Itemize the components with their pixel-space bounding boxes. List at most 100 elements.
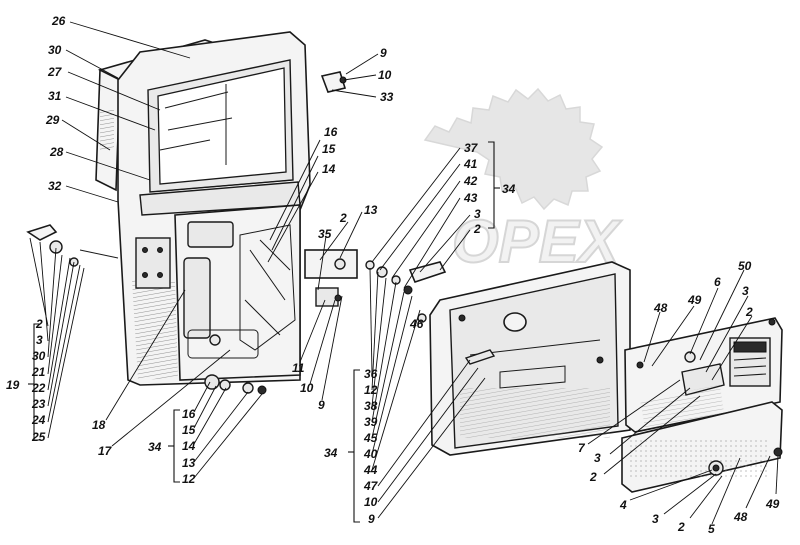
callout-labels: 26 30 27 31 29 28 32 9 10 33 16 15 14 2 … [6,14,780,536]
callout-33: 33 [380,90,394,104]
callout-46: 46 [409,317,424,331]
callout-3-bottom: 3 [652,512,659,526]
window-regulator [239,224,296,351]
callout-40: 40 [363,447,378,461]
watermark-logo: OPEX [423,87,624,276]
callout-3-lower: 3 [594,451,601,465]
watermark-text: OPEX [452,208,623,275]
lock-mechanism [304,71,447,323]
callout-27: 27 [47,65,63,79]
callout-3-top: 3 [474,207,481,221]
callout-25: 25 [31,430,46,444]
callout-22: 22 [31,381,46,395]
callout-37: 37 [464,141,479,155]
callout-3-left: 3 [36,333,43,347]
callout-10-top: 10 [378,68,392,82]
lock-rod-plate [183,257,211,339]
callout-2-lower: 2 [589,470,597,484]
callout-24: 24 [31,413,46,427]
trim-speaker-hole [503,312,527,332]
callout-15-mid: 15 [322,142,336,156]
trim-panel [429,261,631,456]
callout-36: 36 [364,367,378,381]
callout-41: 41 [463,157,478,171]
window-divider [149,84,294,193]
callout-16-bottom: 16 [182,407,196,421]
callout-14-bottom: 14 [182,439,196,453]
callout-49-bottom: 49 [765,497,780,511]
callout-7: 7 [578,441,586,455]
callout-28: 28 [49,145,64,159]
callout-42: 42 [463,174,478,188]
bracket-34-bottom-mid [353,369,360,523]
callout-9-bottom: 9 [368,512,375,526]
callout-3-right: 3 [742,284,749,298]
callout-17: 17 [98,444,113,458]
callout-2-mid: 2 [339,211,347,225]
panel-opening-upper [187,221,234,248]
callout-38: 38 [364,399,378,413]
callout-35: 35 [318,227,332,241]
callout-47: 47 [363,479,379,493]
callout-2-right: 2 [745,305,753,319]
small-panels [621,317,783,493]
main-door-assembly [26,31,311,395]
callout-6: 6 [714,275,721,289]
callout-9-top: 9 [380,46,387,60]
callout-12-bottom: 12 [182,472,196,486]
inside-handle [408,261,447,283]
callout-12-mid: 12 [364,383,378,397]
hinge-plate [135,237,171,289]
callout-16-mid: 16 [324,125,338,139]
bracket-34-bottom-left [173,409,180,483]
callout-44: 44 [363,463,378,477]
callout-32: 32 [48,179,62,193]
bracket-34-top [488,141,495,229]
callout-43: 43 [463,191,478,205]
callout-11: 11 [292,361,305,375]
callout-14-mid: 14 [322,162,336,176]
callout-10-bottom: 10 [364,495,378,509]
callout-48-bottom: 48 [733,510,748,524]
pocket [187,329,259,359]
callout-31: 31 [48,89,62,103]
callout-2-top: 2 [473,222,481,236]
callout-23: 23 [31,397,46,411]
callout-2-left: 2 [35,317,43,331]
callout-30: 30 [48,43,62,57]
callout-30-left: 30 [32,349,46,363]
callout-15-bottom: 15 [182,423,196,437]
group-brackets [28,141,500,523]
lock-body [304,249,358,279]
callout-13-mid: 13 [364,203,378,217]
leader-lines [29,21,779,525]
glass-shading [159,91,233,151]
callout-19: 19 [6,378,20,392]
callout-5: 5 [708,522,715,536]
callout-29: 29 [45,113,60,127]
callout-48-right: 48 [653,301,668,315]
clip-top [320,71,347,93]
trim-hatching [460,388,610,438]
callout-45: 45 [363,431,378,445]
callout-10-mid: 10 [300,381,314,395]
window-glass [157,67,287,185]
callout-18: 18 [92,418,106,432]
callout-39: 39 [364,415,378,429]
callout-21: 21 [31,365,46,379]
callout-4: 4 [619,498,627,512]
callout-34-top: 34 [502,182,516,196]
bracket-19 [33,323,40,441]
callout-2-bottom: 2 [677,520,685,534]
callout-50: 50 [738,259,752,273]
callout-13-bottom: 13 [182,456,196,470]
callout-34-bottom-left: 34 [148,440,162,454]
callout-9-mid: 9 [318,398,325,412]
gear-watermark-icon [423,87,604,211]
lower-hatching [132,280,178,380]
seal-hatching [100,110,114,150]
callout-26: 26 [51,14,66,28]
callout-49-right: 49 [687,293,702,307]
outside-handle [26,224,58,241]
